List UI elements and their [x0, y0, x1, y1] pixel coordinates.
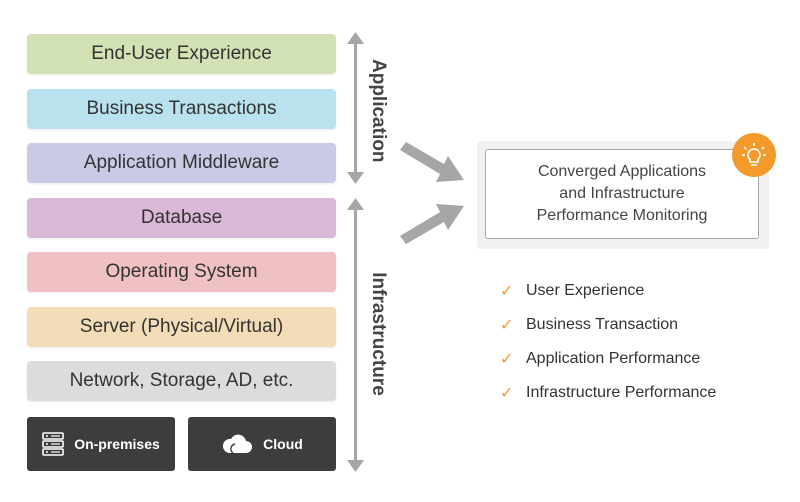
layer-end-user-experience: End-User Experience [27, 34, 336, 74]
cloud-icon [221, 433, 253, 455]
cloud-box: Cloud [188, 417, 336, 471]
on-premises-box: On-premises [27, 417, 175, 471]
check-icon: ✓ [500, 385, 514, 402]
upper-arrow [400, 142, 464, 182]
layer-network-storage: Network, Storage, AD, etc. [27, 361, 336, 401]
application-label: Application [368, 59, 389, 163]
lower-arrow [400, 204, 464, 244]
check-icon: ✓ [500, 351, 514, 368]
benefit-label: Application Performance [526, 350, 701, 367]
list-item: ✓ Business Transaction [500, 308, 716, 342]
list-item: ✓ Application Performance [500, 342, 716, 376]
card-title-line-1: Converged Applications [537, 163, 707, 180]
benefits-list: ✓ User Experience ✓ Business Transaction ✓… [500, 274, 716, 410]
application-arrow-shaft [354, 40, 357, 176]
converged-monitoring-panel: Converged Applications and Infrastructur… [477, 141, 769, 249]
benefit-label: Infrastructure Performance [526, 384, 717, 401]
card-title-line-3: Performance Monitoring [536, 207, 708, 224]
check-icon: ✓ [500, 283, 514, 300]
server-icon [42, 432, 65, 456]
layer-database: Database [27, 198, 336, 238]
infrastructure-arrow-shaft [354, 206, 357, 464]
layer-server: Server (Physical/Virtual) [27, 307, 336, 347]
on-premises-label: On-premises [74, 436, 160, 452]
benefit-label: Business Transaction [526, 316, 679, 333]
application-arrow-top-head [347, 32, 364, 44]
converged-monitoring-card: Converged Applications and Infrastructur… [485, 149, 759, 239]
check-icon: ✓ [500, 317, 514, 334]
list-item: ✓ Infrastructure Performance [500, 376, 716, 410]
list-item: ✓ User Experience [500, 274, 716, 308]
layer-operating-system: Operating System [27, 252, 336, 292]
application-arrow-bottom-head [347, 172, 364, 184]
layer-application-middleware: Application Middleware [27, 143, 336, 183]
cloud-label: Cloud [263, 436, 303, 452]
infrastructure-label: Infrastructure [368, 272, 389, 396]
convergence-arrows [400, 142, 464, 244]
benefit-label: User Experience [526, 282, 645, 299]
layer-business-transactions: Business Transactions [27, 89, 336, 129]
lightbulb-icon [732, 133, 776, 177]
stack-arrows [347, 32, 364, 472]
infrastructure-arrow-bottom-head [347, 460, 364, 472]
card-title-line-2: and Infrastructure [559, 185, 685, 202]
infrastructure-arrow-top-head [347, 198, 364, 210]
